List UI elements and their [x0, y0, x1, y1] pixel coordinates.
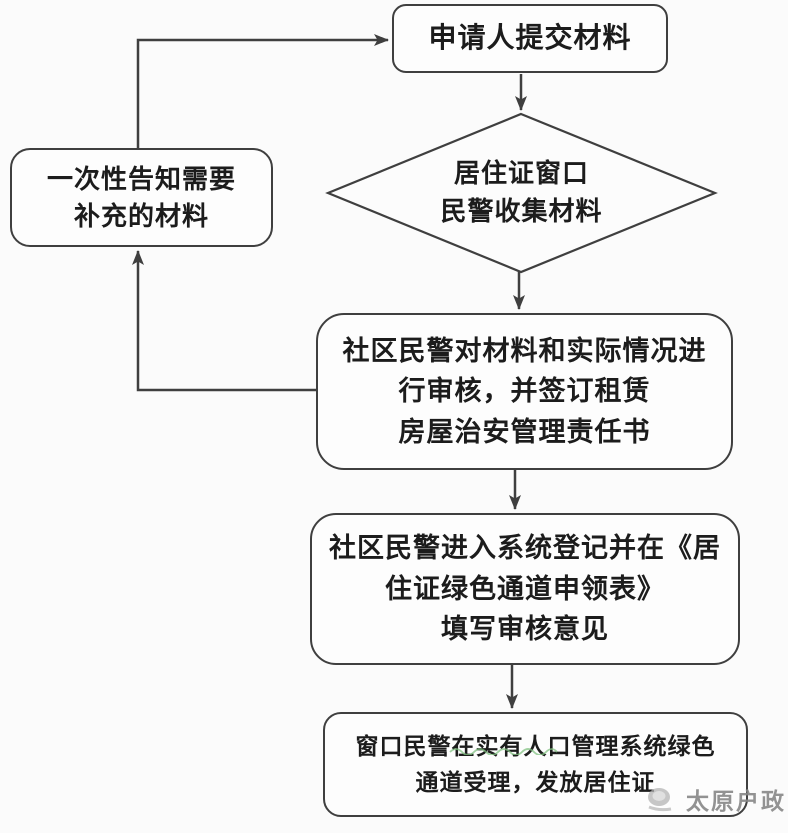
spellcheck-squiggle — [449, 748, 558, 755]
node-system-register-opinion: 社区民警进入系统登记并在《居 住证绿色通道申领表》 填写审核意见 — [310, 513, 740, 665]
node-label: 社区民警进入系统登记并在《居 住证绿色通道申领表》 填写审核意见 — [329, 533, 721, 645]
node-label: 一次性告知需要 补充的材料 — [46, 163, 236, 231]
node-label: 居住证窗口 民警收集材料 — [440, 158, 603, 226]
node-label: 社区民警对材料和实际情况进 行审核，并签订租赁 房屋治安管理责任书 — [342, 335, 707, 447]
edge-review-to-notify-arrow — [132, 250, 316, 392]
node-submit-materials: 申请人提交材料 — [392, 4, 668, 73]
node-notify-supplement-materials: 一次性告知需要 补充的材料 — [10, 148, 273, 247]
node-label: 申请人提交材料 — [428, 22, 632, 54]
decision-diamond-shape — [325, 112, 718, 274]
watermark-text: 太原户政 — [686, 788, 786, 814]
node-decision-collect-materials: 居住证窗口 民警收集材料 — [328, 114, 715, 272]
badge-logo-icon — [648, 788, 672, 812]
watermark: 太原户政 — [645, 782, 786, 816]
node-community-police-review: 社区民警对材料和实际情况进 行审核，并签订租赁 房屋治安管理责任书 — [316, 313, 733, 470]
edge-notify-to-submit-arrow — [136, 34, 389, 148]
node-label: 窗口民警在实有人口管理系统绿色 通道受理，发放居住证 — [355, 732, 716, 795]
node-accept-and-issue-permit: 窗口民警在实有人口管理系统绿色 通道受理，发放居住证 — [323, 712, 748, 817]
